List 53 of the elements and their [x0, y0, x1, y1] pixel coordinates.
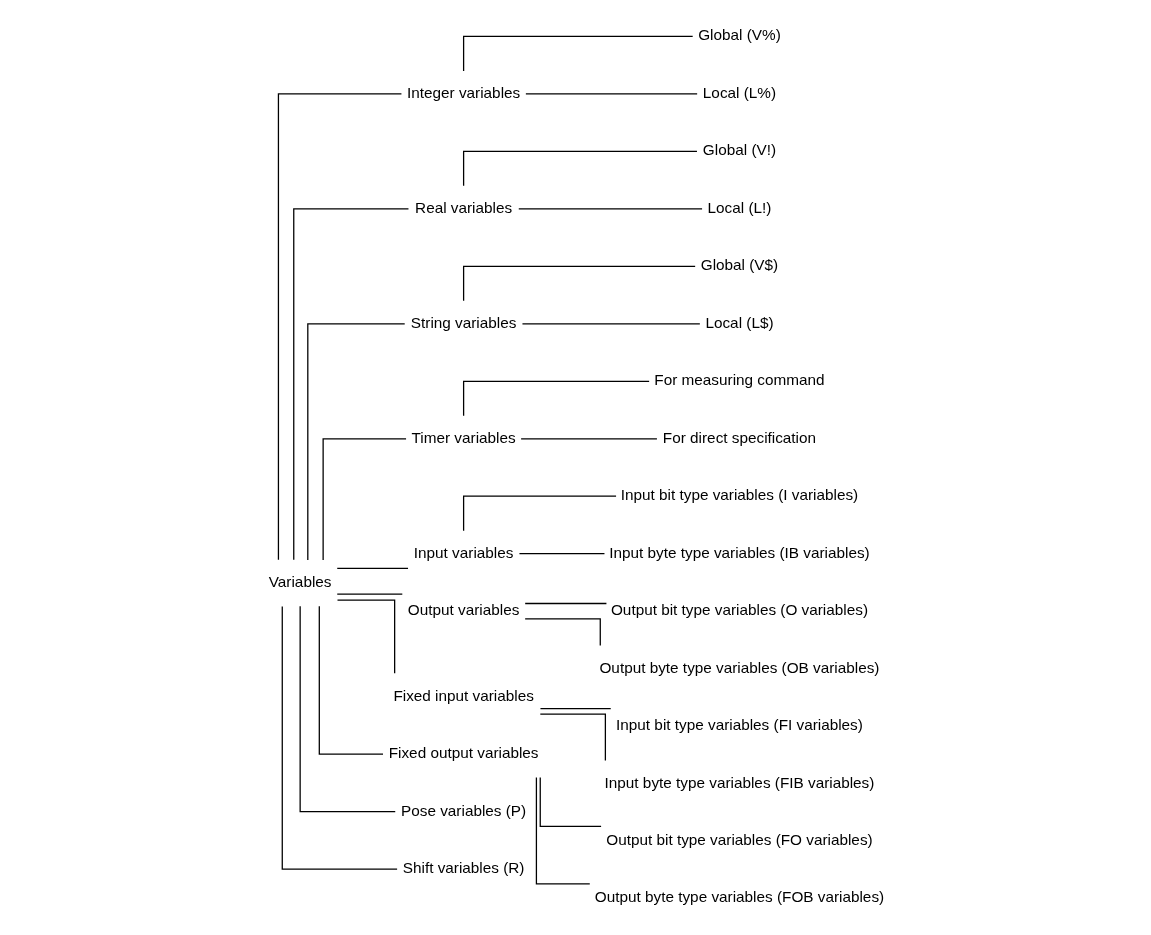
node-text: Input bit type variables (FI variables) — [615, 716, 863, 734]
node-text: Output byte type variables (OB variables) — [598, 658, 879, 676]
connector — [518, 553, 605, 555]
connector — [524, 93, 698, 95]
connector — [292, 208, 409, 561]
node-text: Local (L!) — [707, 198, 771, 216]
connector — [277, 93, 402, 561]
node-text: Real variables — [414, 198, 512, 216]
node-text: Input byte type variables (FIB variables) — [604, 773, 874, 791]
node-text: Global (V$) — [700, 256, 778, 274]
connector — [462, 265, 696, 302]
node-text: Shift variables (R) — [402, 859, 524, 877]
node-text: Integer variables — [406, 83, 520, 101]
node-text: Input bit type variables (I variables) — [620, 486, 858, 504]
connector — [306, 323, 405, 561]
connector — [462, 150, 698, 187]
connector — [281, 605, 398, 870]
connector — [299, 605, 396, 813]
connector — [336, 599, 395, 674]
node-text: String variables — [410, 313, 516, 331]
node-text: Pose variables (P) — [400, 801, 526, 819]
connector — [462, 495, 617, 532]
connector — [519, 438, 658, 440]
node-text: Output variables — [407, 601, 519, 619]
node-text: Output byte type variables (FOB variables) — [594, 888, 884, 906]
node-text: Input variables — [413, 543, 513, 561]
node-text: Global (V%) — [697, 26, 781, 44]
node-text: Fixed output variables — [388, 744, 539, 762]
node-text: Variables — [268, 573, 331, 591]
connector — [524, 618, 601, 647]
node-text: Timer variables — [411, 428, 516, 446]
node-text: Output bit type variables (FO variables) — [605, 831, 873, 849]
node-text: Local (L%) — [702, 83, 776, 101]
connector — [539, 708, 611, 710]
node-text: Fixed input variables — [392, 686, 534, 704]
node-text: Global (V!) — [702, 141, 776, 159]
connector — [336, 593, 403, 595]
connector — [521, 323, 700, 325]
node-text: Local (L$) — [704, 313, 774, 331]
node-text: Input byte type variables (IB variables) — [608, 543, 870, 561]
node-text: Output bit type variables (O variables) — [610, 601, 868, 619]
connector — [462, 380, 650, 417]
node-text: For measuring command — [653, 371, 825, 389]
connector — [336, 567, 409, 570]
connector — [539, 713, 606, 762]
node-text: For direct specification — [662, 428, 816, 446]
connector — [517, 208, 703, 210]
connector — [539, 776, 602, 827]
connector — [322, 438, 407, 561]
connector — [524, 602, 607, 605]
connector — [535, 776, 590, 885]
connector — [462, 35, 693, 72]
connector — [318, 605, 384, 755]
